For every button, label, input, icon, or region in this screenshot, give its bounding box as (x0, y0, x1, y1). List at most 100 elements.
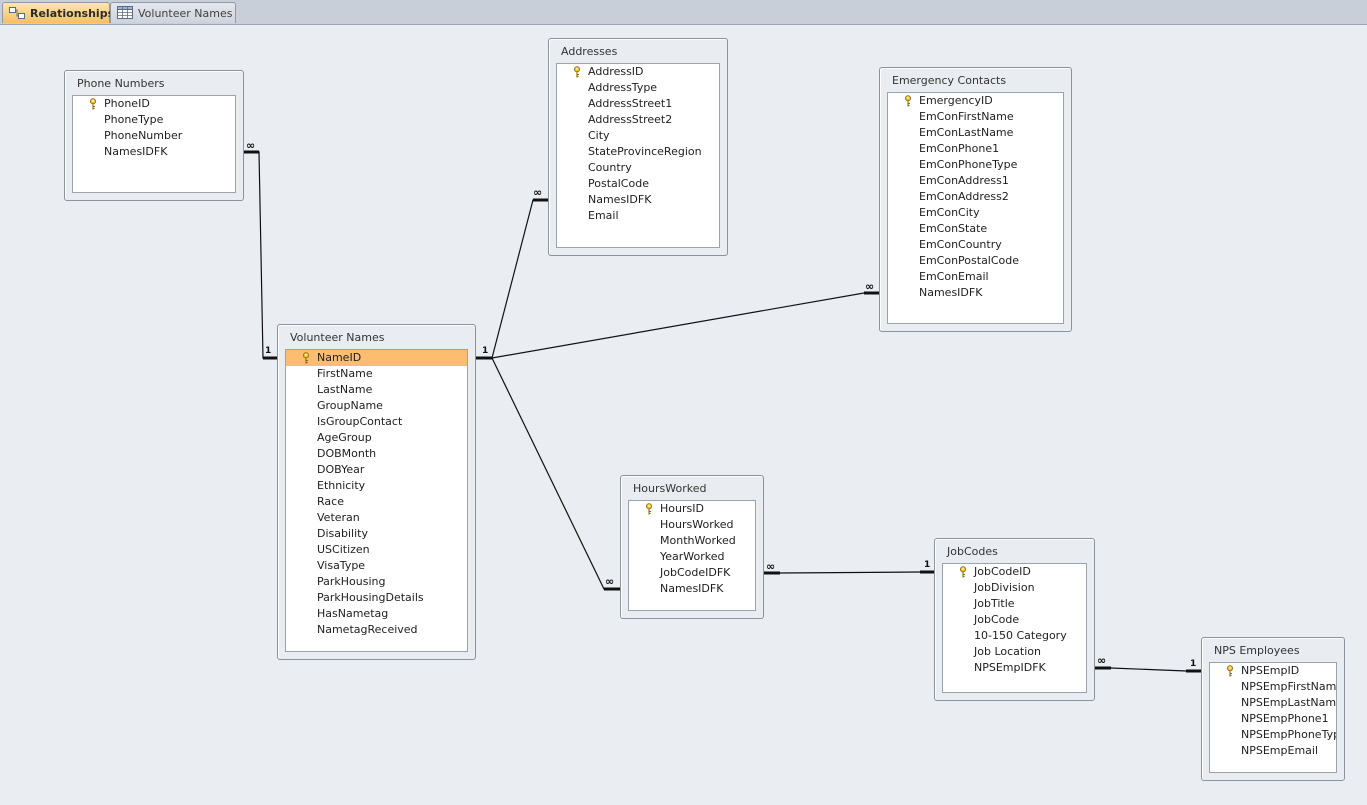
table-title[interactable]: NPS Employees (1214, 644, 1300, 657)
table-title[interactable]: JobCodes (947, 545, 998, 558)
field-row[interactable]: DOBMonth (317, 447, 377, 460)
field-row[interactable]: NPSEmpFirstName (1241, 680, 1337, 693)
table-title[interactable]: Phone Numbers (77, 77, 165, 90)
field-row[interactable]: AddressStreet1 (588, 97, 673, 110)
field-row[interactable]: AddressStreet2 (588, 113, 673, 126)
field-row[interactable]: HoursWorked (660, 518, 734, 531)
field-row[interactable]: PostalCode (588, 177, 649, 190)
field-row[interactable]: VisaType (317, 559, 366, 572)
field-row[interactable]: 10-150 Category (974, 629, 1067, 642)
field-row[interactable]: PhoneNumber (104, 129, 183, 142)
field-row[interactable]: FirstName (317, 367, 373, 380)
field-row[interactable]: JobCodeIDFK (660, 566, 731, 579)
field-row[interactable]: ParkHousing (317, 575, 386, 588)
field-row[interactable]: GroupName (317, 399, 383, 412)
field-row[interactable]: EmConAddress2 (919, 190, 1009, 203)
field-row[interactable]: Race (317, 495, 344, 508)
field-row[interactable]: EmConEmail (919, 270, 989, 283)
field-row[interactable]: City (588, 129, 610, 142)
field-row[interactable]: EmConCity (919, 206, 980, 219)
field-row[interactable]: Disability (317, 527, 368, 540)
field-row[interactable]: NPSEmpEmail (1241, 744, 1319, 757)
field-row[interactable]: EmConLastName (919, 126, 1014, 139)
field-row[interactable]: NametagReceived (317, 623, 418, 636)
field-row[interactable]: EmConAddress1 (919, 174, 1009, 187)
field-row[interactable]: AgeGroup (317, 431, 372, 444)
field-row[interactable]: ParkHousingDetails (317, 591, 424, 604)
primary-key-icon (302, 352, 310, 364)
field-row[interactable]: Ethnicity (317, 479, 366, 492)
field-name: NameID (317, 351, 362, 364)
field-name: JobCodeID (974, 565, 1031, 578)
field-row[interactable]: EmConCountry (919, 238, 1002, 251)
field-row[interactable]: NPSEmpIDFK (974, 661, 1046, 674)
field-row[interactable]: IsGroupContact (317, 415, 403, 428)
field-row[interactable]: Email (588, 209, 619, 222)
field-name: HoursID (660, 502, 704, 515)
primary-key-field[interactable]: JobCodeID (943, 564, 1086, 580)
field-name: NPSEmpID (1241, 664, 1300, 677)
tab-relationships[interactable]: Relationships (2, 2, 114, 23)
field-row[interactable]: NamesIDFK (660, 582, 724, 595)
field-row[interactable]: EmConPostalCode (919, 254, 1020, 267)
one-label: 1 (924, 560, 931, 570)
primary-key-field[interactable]: NameID (286, 350, 467, 366)
primary-key-field[interactable]: AddressID (557, 64, 719, 80)
field-row[interactable]: DOBYear (317, 463, 365, 476)
field-row[interactable]: EmConFirstName (919, 110, 1014, 123)
field-row[interactable]: EmConState (919, 222, 988, 235)
table-title[interactable]: Emergency Contacts (892, 74, 1007, 87)
primary-key-icon (904, 95, 912, 107)
tab-label: Volunteer Names (138, 6, 233, 20)
primary-key-field[interactable]: HoursID (629, 501, 755, 517)
primary-key-icon (959, 566, 967, 578)
field-row[interactable]: JobDivision (974, 581, 1035, 594)
datasheet-icon (117, 6, 133, 20)
field-row[interactable]: EmConPhone1 (919, 142, 1000, 155)
field-row[interactable]: NamesIDFK (588, 193, 652, 206)
table-title[interactable]: Volunteer Names (290, 331, 385, 344)
tab-volunteer-names[interactable]: Volunteer Names (110, 2, 236, 23)
field-row[interactable]: Country (588, 161, 632, 174)
field-row[interactable]: NPSEmpPhoneType (1241, 728, 1337, 741)
primary-key-field[interactable]: NPSEmpID (1210, 663, 1336, 679)
field-row[interactable]: YearWorked (660, 550, 725, 563)
field-row[interactable]: Veteran (317, 511, 360, 524)
table-title[interactable]: HoursWorked (633, 482, 707, 495)
field-row[interactable]: NPSEmpPhone1 (1241, 712, 1329, 725)
field-row[interactable]: PhoneType (104, 113, 164, 126)
field-row[interactable]: NamesIDFK (104, 145, 168, 158)
field-name: EmergencyID (919, 94, 993, 107)
field-row[interactable]: LastName (317, 383, 373, 396)
field-row[interactable]: JobTitle (974, 597, 1015, 610)
field-row[interactable]: HasNametag (317, 607, 389, 620)
field-row[interactable]: USCitizen (317, 543, 370, 556)
table-title[interactable]: Addresses (561, 45, 618, 58)
field-row[interactable]: MonthWorked (660, 534, 736, 547)
field-row[interactable]: EmConPhoneType (919, 158, 1018, 171)
field-row[interactable]: AddressType (588, 81, 658, 94)
field-row[interactable]: NamesIDFK (919, 286, 983, 299)
field-row[interactable]: Job Location (974, 645, 1041, 658)
field-row[interactable]: JobCode (974, 613, 1020, 626)
one-label: 1 (265, 346, 272, 356)
primary-key-field[interactable]: PhoneID (73, 96, 235, 112)
relationship-line-volunteer-addresses (476, 199, 548, 359)
field-row[interactable]: StateProvinceRegion (588, 145, 702, 158)
field-row[interactable]: NPSEmpLastName (1241, 696, 1337, 709)
primary-key-field[interactable]: EmergencyID (888, 93, 1063, 109)
